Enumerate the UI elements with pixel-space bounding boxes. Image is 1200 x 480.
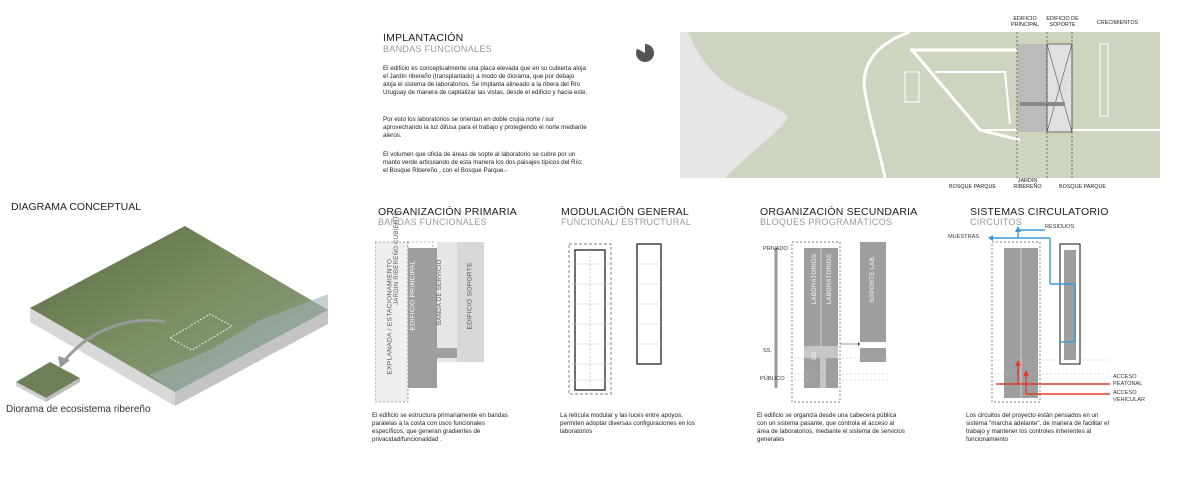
- label-jardin-cubierto: JARDIN RIBEREÑO CUBIERTO: [394, 245, 400, 305]
- implantacion-title: IMPLANTACIÓN: [383, 32, 463, 44]
- implantacion-paragraph-1: El edificio es conceptualmente una placa…: [383, 65, 588, 97]
- panel-secundaria-subtitle: BLOQUES PROGRAMÁTICOS: [760, 217, 892, 227]
- label-privado: PRIVADO: [763, 246, 788, 252]
- panel-modulacion-text: La retícula modular y las luces entre ap…: [560, 412, 705, 436]
- site-label-edificio-principal: EDIFICIO PRINCIPAL: [1005, 16, 1045, 29]
- label-soporte-lab: SOPORTE LAB.: [870, 254, 876, 304]
- implantacion-subtitle: BANDAS FUNCIONALES: [383, 44, 492, 54]
- label-ss: SS.: [763, 348, 772, 354]
- panel-secundaria-text: El edificio se organiza desde una cabece…: [757, 412, 907, 444]
- site-label-jardin-ribereno: JARDIN RIBEREÑO: [1010, 178, 1045, 191]
- label-laboratorios-1: LABORATORIOS: [812, 249, 818, 309]
- panel-modulacion-subtitle: FUNCIONAL/ ESTRUCTURAL: [561, 217, 691, 227]
- site-label-edificio-soporte: EDIFICIO DE SOPORTE: [1040, 16, 1085, 29]
- diorama-caption: Diorama de ecosistema ribereño: [6, 404, 151, 415]
- label-acceso-vehicular: ACCESO VEHICULAR: [1113, 390, 1147, 403]
- label-residuos: RESIDUOS: [1045, 224, 1074, 230]
- label-muestras: MUESTRAS: [948, 234, 979, 240]
- panel-primaria-text: El edificio se estructura primariamente …: [372, 412, 517, 444]
- label-ss-inner: SS.: [812, 340, 818, 370]
- label-laboratorios-2: LABORATORIOS: [827, 249, 833, 309]
- site-label-crecimientos: CRECIMIENTOS: [1090, 20, 1145, 26]
- site-plan: [680, 32, 1160, 178]
- implantacion-paragraph-2: Por esto los laboratorios se orientan en…: [383, 116, 588, 140]
- site-label-bosque-parque-2: BOSQUE PARQUE: [1055, 184, 1110, 190]
- modulacion-diagram: [565, 240, 675, 400]
- panel-circulatorio-text: Los circuitos del proyecto están pensado…: [966, 412, 1116, 444]
- north-arrow-icon: [634, 42, 656, 64]
- label-edificio-principal: EDIFICIO PRINCIPAL: [410, 261, 417, 331]
- label-acceso-peatonal: ACCESO PEATONAL: [1113, 374, 1147, 387]
- implantacion-paragraph-3: El volumen que oficia de áreas de sopte …: [383, 151, 588, 175]
- site-plan-map: [680, 32, 1160, 178]
- site-label-bosque-parque-1: BOSQUE PARQUE: [945, 184, 1000, 190]
- label-edificio-soporte: EDIFICIO SOPORTE: [467, 270, 474, 330]
- label-banda-servicio: BANDA DE SERVICIO: [437, 265, 443, 325]
- label-publico: PÚBLICO: [760, 376, 785, 382]
- label-explanada: EXPLANADA / ESTACIONAMIENTO: [387, 257, 394, 377]
